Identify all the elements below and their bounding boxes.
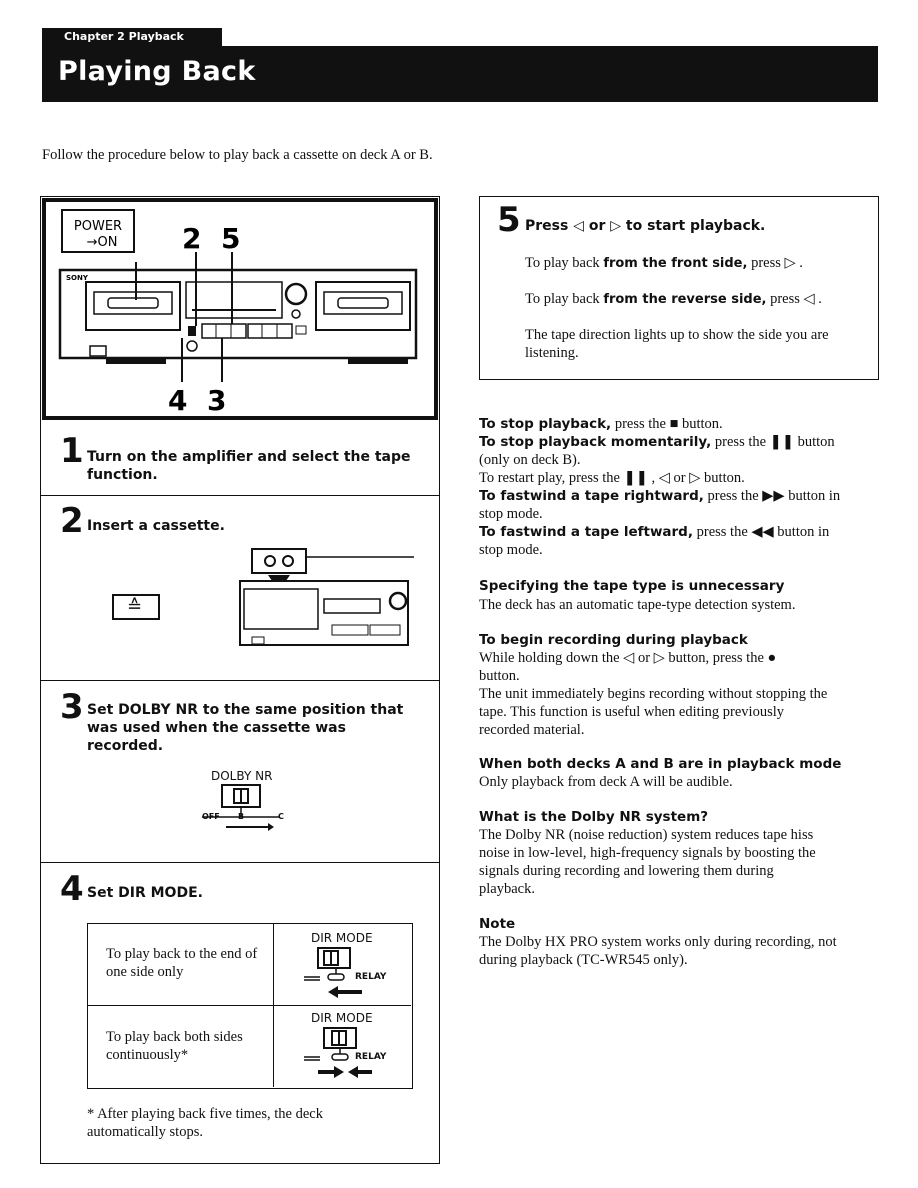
divider [41, 495, 439, 496]
front-side-text-3: press ▷ . [747, 255, 803, 271]
step-5-text: Press ◁ or ▷ to start playback. [525, 218, 766, 234]
step-5-box [479, 196, 879, 380]
relay-label: RELAY [355, 972, 387, 982]
restart-text: To restart play, press the ❚❚ , ◁ or ▷ b… [479, 470, 745, 486]
rew-text: press the ◀◀ button in [692, 524, 830, 540]
stop-line: To stop playback, press the ■ button. [479, 415, 723, 433]
chapter-label: Chapter 2 Playback [42, 28, 222, 46]
step-3-text: Set DOLBY NR to the same position that w… [87, 702, 404, 754]
eject-icon: ≙ [127, 596, 143, 616]
dolby-text-4: playback. [479, 881, 535, 897]
dolby-text-1: The Dolby NR (noise reduction) system re… [479, 827, 814, 843]
step-5-number: 5 [497, 200, 521, 240]
dolby-nr-label: DOLBY NR [211, 769, 273, 783]
footnote: * After playing back five times, the dec… [87, 1106, 323, 1140]
reverse-side-text-1: To play back [525, 291, 604, 307]
dolby-pos-off: OFF [202, 812, 220, 821]
intro-text: Follow the procedure below to play back … [42, 147, 433, 163]
power-label: POWER [74, 219, 122, 234]
title-bar [42, 46, 878, 102]
direction-text: The tape direction lights up to show the… [525, 327, 829, 361]
dolby-text-2: noise in low-level, high-frequency signa… [479, 845, 816, 861]
dolby-pos-b: B [238, 812, 245, 821]
recording-text-3: The unit immediately begins recording wi… [479, 686, 828, 702]
both-decks-heading: When both decks A and B are in playback … [479, 756, 842, 772]
dir-row-2-text: To play back both sides continuously* [106, 1029, 243, 1063]
recording-heading: To begin recording during playback [479, 632, 748, 648]
divider [41, 862, 439, 863]
recording-text-2: button. [479, 668, 520, 684]
step-3-number: 3 [60, 687, 84, 727]
note-heading: Note [479, 916, 516, 932]
table-divider [88, 1005, 411, 1006]
step-2-text: Insert a cassette. [87, 518, 225, 534]
dolby-heading: What is the Dolby NR system? [479, 809, 709, 825]
front-side-emphasis: from the front side, [603, 256, 748, 271]
stop-text: press the ■ button. [611, 416, 723, 432]
deck-figure: POWER →ON 2 5 SONY 4 3 [42, 198, 438, 420]
stop-heading: To stop playback, [479, 416, 612, 432]
step-2-number: 2 [60, 501, 84, 541]
ff-heading: To fastwind a tape rightward, [479, 488, 704, 504]
power-on-label: →ON [87, 235, 118, 250]
pause-text: press the ❚❚ button [711, 434, 835, 450]
dolby-switch-illustration [202, 784, 280, 831]
step-4-text: Set DIR MODE. [87, 885, 203, 901]
reverse-side-emphasis: from the reverse side, [603, 292, 767, 307]
rew-line: To fastwind a tape leftward, press the ◀… [479, 523, 829, 541]
dolby-pos-c: C [278, 812, 284, 821]
ff-text-2: stop mode. [479, 506, 543, 522]
note-text-1: The Dolby HX PRO system works only durin… [479, 934, 837, 950]
step-4-number: 4 [60, 869, 84, 909]
dir-row-1-text: To play back to the end of one side only [106, 946, 258, 980]
tape-type-heading: Specifying the tape type is unnecessary [479, 578, 785, 594]
front-side-text: To play back from the front side, press … [525, 254, 803, 273]
step-1-number: 1 [60, 431, 84, 471]
front-side-text-1: To play back [525, 255, 604, 271]
reverse-side-text: To play back from the reverse side, pres… [525, 290, 822, 309]
reverse-side-text-3: press ◁ . [766, 291, 822, 307]
dir-mode-switch-relay [304, 1027, 372, 1078]
ff-text: press the ▶▶ button in [703, 488, 841, 504]
cassette-insert-illustration [239, 548, 414, 646]
rew-text-2: stop mode. [479, 542, 543, 558]
page-title: Playing Back [58, 56, 256, 87]
dir-mode-table: To play back to the end of one side only… [87, 923, 413, 1089]
brand-label: SONY [66, 274, 89, 282]
rew-heading: To fastwind a tape leftward, [479, 524, 693, 540]
divider [41, 680, 439, 681]
relay-label: RELAY [355, 1052, 387, 1062]
callout-top: 2 5 [182, 222, 240, 255]
tape-type-text: The deck has an automatic tape-type dete… [479, 597, 796, 613]
steps-column [40, 196, 440, 1164]
pause-heading: To stop playback momentarily, [479, 434, 712, 450]
pause-text-2: (only on deck B). [479, 452, 581, 468]
dolby-text-3: signals during recording and lowering th… [479, 863, 774, 879]
deck-illustration: POWER →ON 2 5 SONY 4 3 [58, 209, 418, 417]
callout-bottom: 4 3 [168, 384, 226, 416]
recording-text-4: tape. This function is useful when editi… [479, 704, 784, 720]
dir-mode-label: DIR MODE [311, 1011, 373, 1025]
both-decks-text: Only playback from deck A will be audibl… [479, 774, 733, 790]
ff-line: To fastwind a tape rightward, press the … [479, 487, 840, 505]
recording-text-5: recorded material. [479, 722, 585, 738]
step-1-text: Turn on the amplifier and select the tap… [87, 449, 411, 483]
pause-line: To stop playback momentarily, press the … [479, 433, 835, 451]
dir-mode-switch-one-side [304, 947, 362, 998]
note-text-2: during playback (TC-WR545 only). [479, 952, 688, 968]
eject-button-graphic [112, 594, 160, 620]
dir-mode-label: DIR MODE [311, 931, 373, 945]
recording-text-1: While holding down the ◁ or ▷ button, pr… [479, 650, 777, 666]
